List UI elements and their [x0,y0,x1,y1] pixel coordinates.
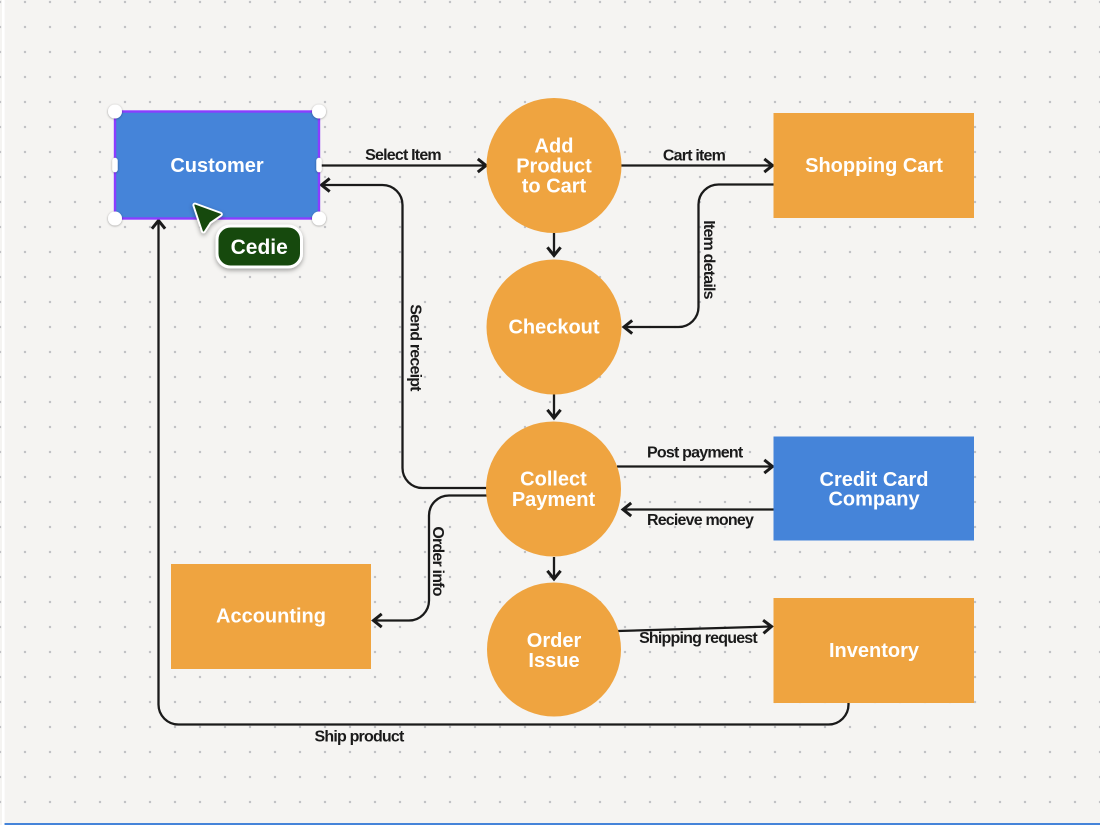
svg-text:Select Item: Select Item [365,147,441,164]
svg-text:Ship product: Ship product [314,729,405,746]
svg-text:Customer: Customer [170,155,264,177]
svg-text:Item details: Item details [700,220,717,299]
svg-text:Shopping Cart: Shopping Cart [805,155,943,177]
svg-text:Cedie: Cedie [231,236,288,259]
svg-text:Send receipt: Send receipt [407,304,424,392]
svg-text:Shipping request: Shipping request [639,630,758,647]
svg-text:Recieve money: Recieve money [647,512,754,529]
svg-text:Post payment: Post payment [647,445,744,462]
svg-text:Checkout: Checkout [508,317,599,339]
svg-text:Inventory: Inventory [829,640,920,662]
svg-text:Order info: Order info [429,526,446,596]
svg-text:Accounting: Accounting [216,606,326,628]
svg-text:Cart item: Cart item [663,147,726,164]
